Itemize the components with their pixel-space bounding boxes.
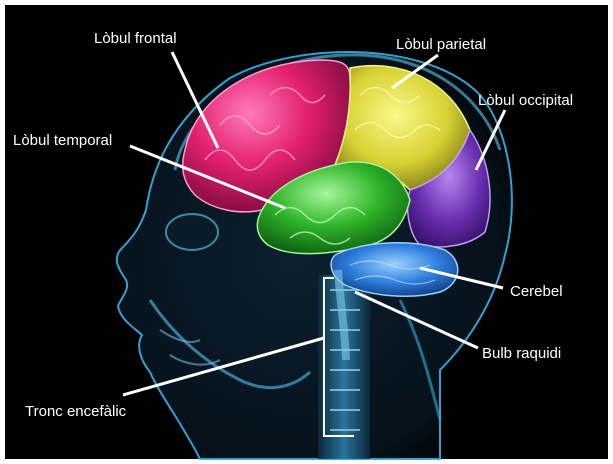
label-medulla: Bulb raquidi xyxy=(482,345,561,362)
label-occipital-lobe: Lòbul occipital xyxy=(478,92,573,109)
label-brainstem: Tronc encefàlic xyxy=(25,403,127,420)
label-cerebellum: Cerebel xyxy=(510,283,563,300)
label-temporal-lobe: Lòbul temporal xyxy=(13,132,112,149)
label-parietal-lobe: Lòbul parietal xyxy=(396,36,486,53)
label-frontal-lobe: Lòbul frontal xyxy=(94,30,177,47)
eye-socket xyxy=(166,214,218,250)
